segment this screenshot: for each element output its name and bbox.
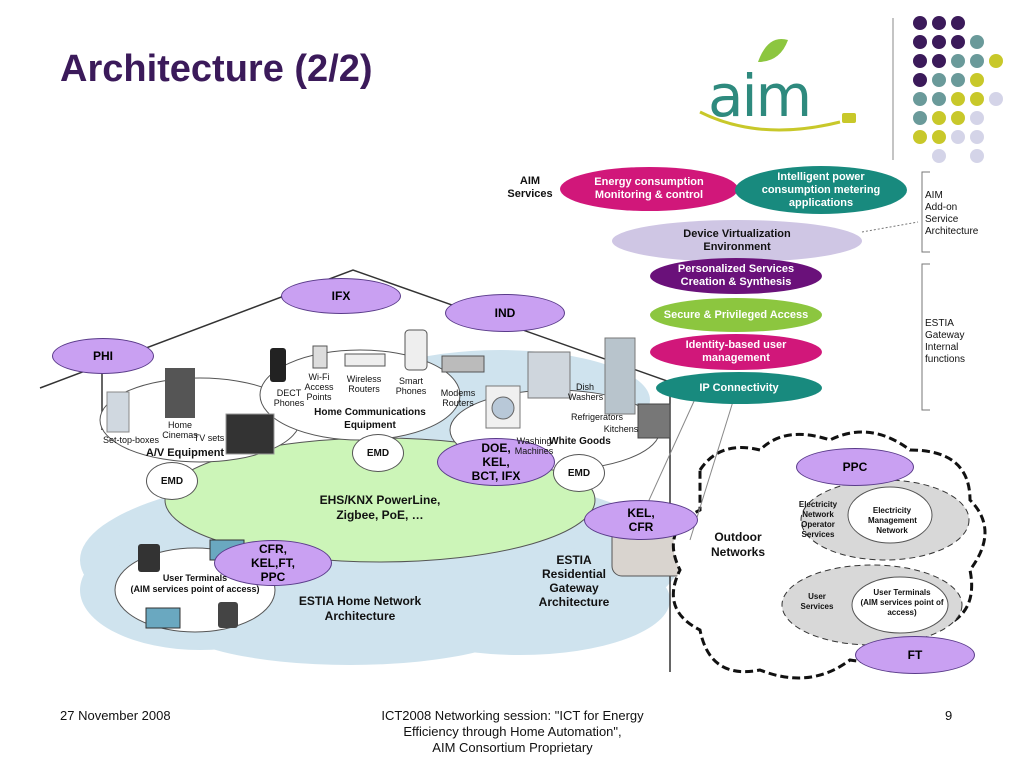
- user-terminals-circle: [851, 576, 949, 634]
- partner-doe: DOE,KEL,BCT, IFX: [437, 438, 555, 486]
- pda-icon-2: [218, 602, 238, 628]
- partner-kel-cfr: KEL,CFR: [584, 500, 698, 540]
- logo-text: aim: [708, 62, 812, 130]
- av-equipment-label: A/V Equipment: [145, 447, 225, 459]
- pda-icon: [138, 544, 160, 572]
- white-goods-label: White Goods: [549, 436, 611, 447]
- partner-ifx: IFX: [281, 278, 401, 314]
- page-number: 9: [945, 708, 953, 723]
- connector-dotted: [861, 221, 919, 233]
- partner-phi: PHI: [52, 338, 154, 374]
- wireless-router-icon: [344, 353, 386, 367]
- modem-icon: [441, 355, 485, 373]
- page-title: Architecture (2/2): [60, 48, 373, 90]
- dect-phone-icon: [270, 348, 286, 382]
- emd-white-goods: EMD: [553, 454, 605, 492]
- user-terminals-label: User Terminals(AIM services point of acc…: [130, 573, 260, 594]
- laptop-icon: [145, 607, 181, 629]
- emd-comm: EMD: [352, 434, 404, 472]
- footer-session: ICT2008 Networking session: "ICT for Ene…: [381, 708, 644, 755]
- plug-icon: [842, 113, 856, 123]
- tv-icon: [225, 413, 275, 455]
- refrigerator-icon: [604, 337, 636, 415]
- washing-drum: [491, 396, 515, 420]
- set-top-box-icon: [106, 391, 130, 433]
- bracket-internal: [921, 263, 930, 411]
- logo-dot-grid: [913, 16, 1003, 163]
- bracket-addon: [921, 171, 930, 253]
- leaf-icon: [758, 38, 788, 62]
- wifi-ap-icon: [312, 345, 328, 369]
- secure-access-pill: Secure & Privileged Access: [650, 298, 822, 332]
- ip-connectivity-pill: IP Connectivity: [656, 372, 822, 404]
- tv-sets-label: TV sets: [193, 433, 225, 443]
- set-top-boxes-label: Set-top-boxes: [102, 435, 160, 445]
- powerline-label: EHS/KNX PowerLine,Zigbee, PoE, …: [319, 493, 441, 522]
- dish-washer-icon: [527, 351, 571, 399]
- home-cinema-icon: [165, 368, 195, 418]
- connector-line-2: [689, 394, 736, 541]
- partner-ft: FT: [855, 636, 975, 674]
- logo-swoosh: [699, 110, 841, 132]
- emd-av: EMD: [146, 462, 198, 500]
- partner-ppc: PPC: [796, 448, 914, 486]
- partner-ind: IND: [445, 294, 565, 332]
- mgmt-network-circle: [847, 486, 933, 544]
- smart-phone-icon: [404, 329, 428, 371]
- oven-icon: [637, 403, 671, 439]
- home-cinemas-label: Home Cinemas: [162, 420, 198, 440]
- connector-line: [639, 387, 701, 521]
- kitchens-label: Kitchens: [603, 424, 639, 434]
- refrigerators-label: Refrigerators: [570, 412, 624, 422]
- partner-cfr: CFR,KEL,FT,PPC: [214, 540, 332, 586]
- footer-date: 27 November 2008: [60, 708, 171, 723]
